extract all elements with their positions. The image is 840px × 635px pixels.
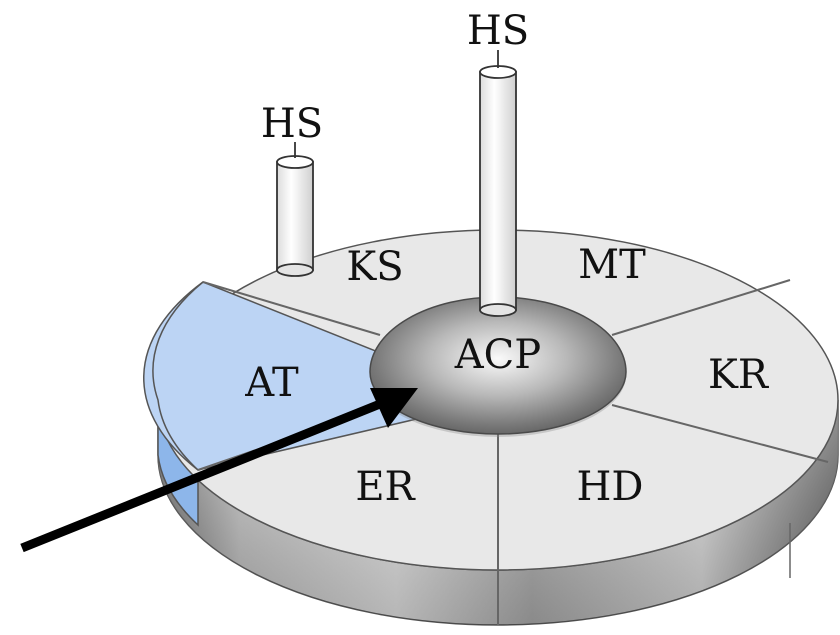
mt-label: MT [578,242,646,288]
at-label: AT [244,360,299,406]
ks-label: KS [346,244,403,290]
hs-short-tube [276,142,314,277]
er-label: ER [355,464,416,510]
kr-label: KR [708,352,770,398]
hs-tall-tube [479,50,517,317]
hd-label: HD [577,464,644,510]
at-segment [143,281,501,471]
acp-label: ACP [454,332,541,378]
disk-side-shade [158,400,838,625]
acp-dome [369,296,627,435]
hs-tall-label: HS [467,8,529,54]
hs-short-label: HS [261,101,323,147]
pointer-arrow [20,388,418,553]
